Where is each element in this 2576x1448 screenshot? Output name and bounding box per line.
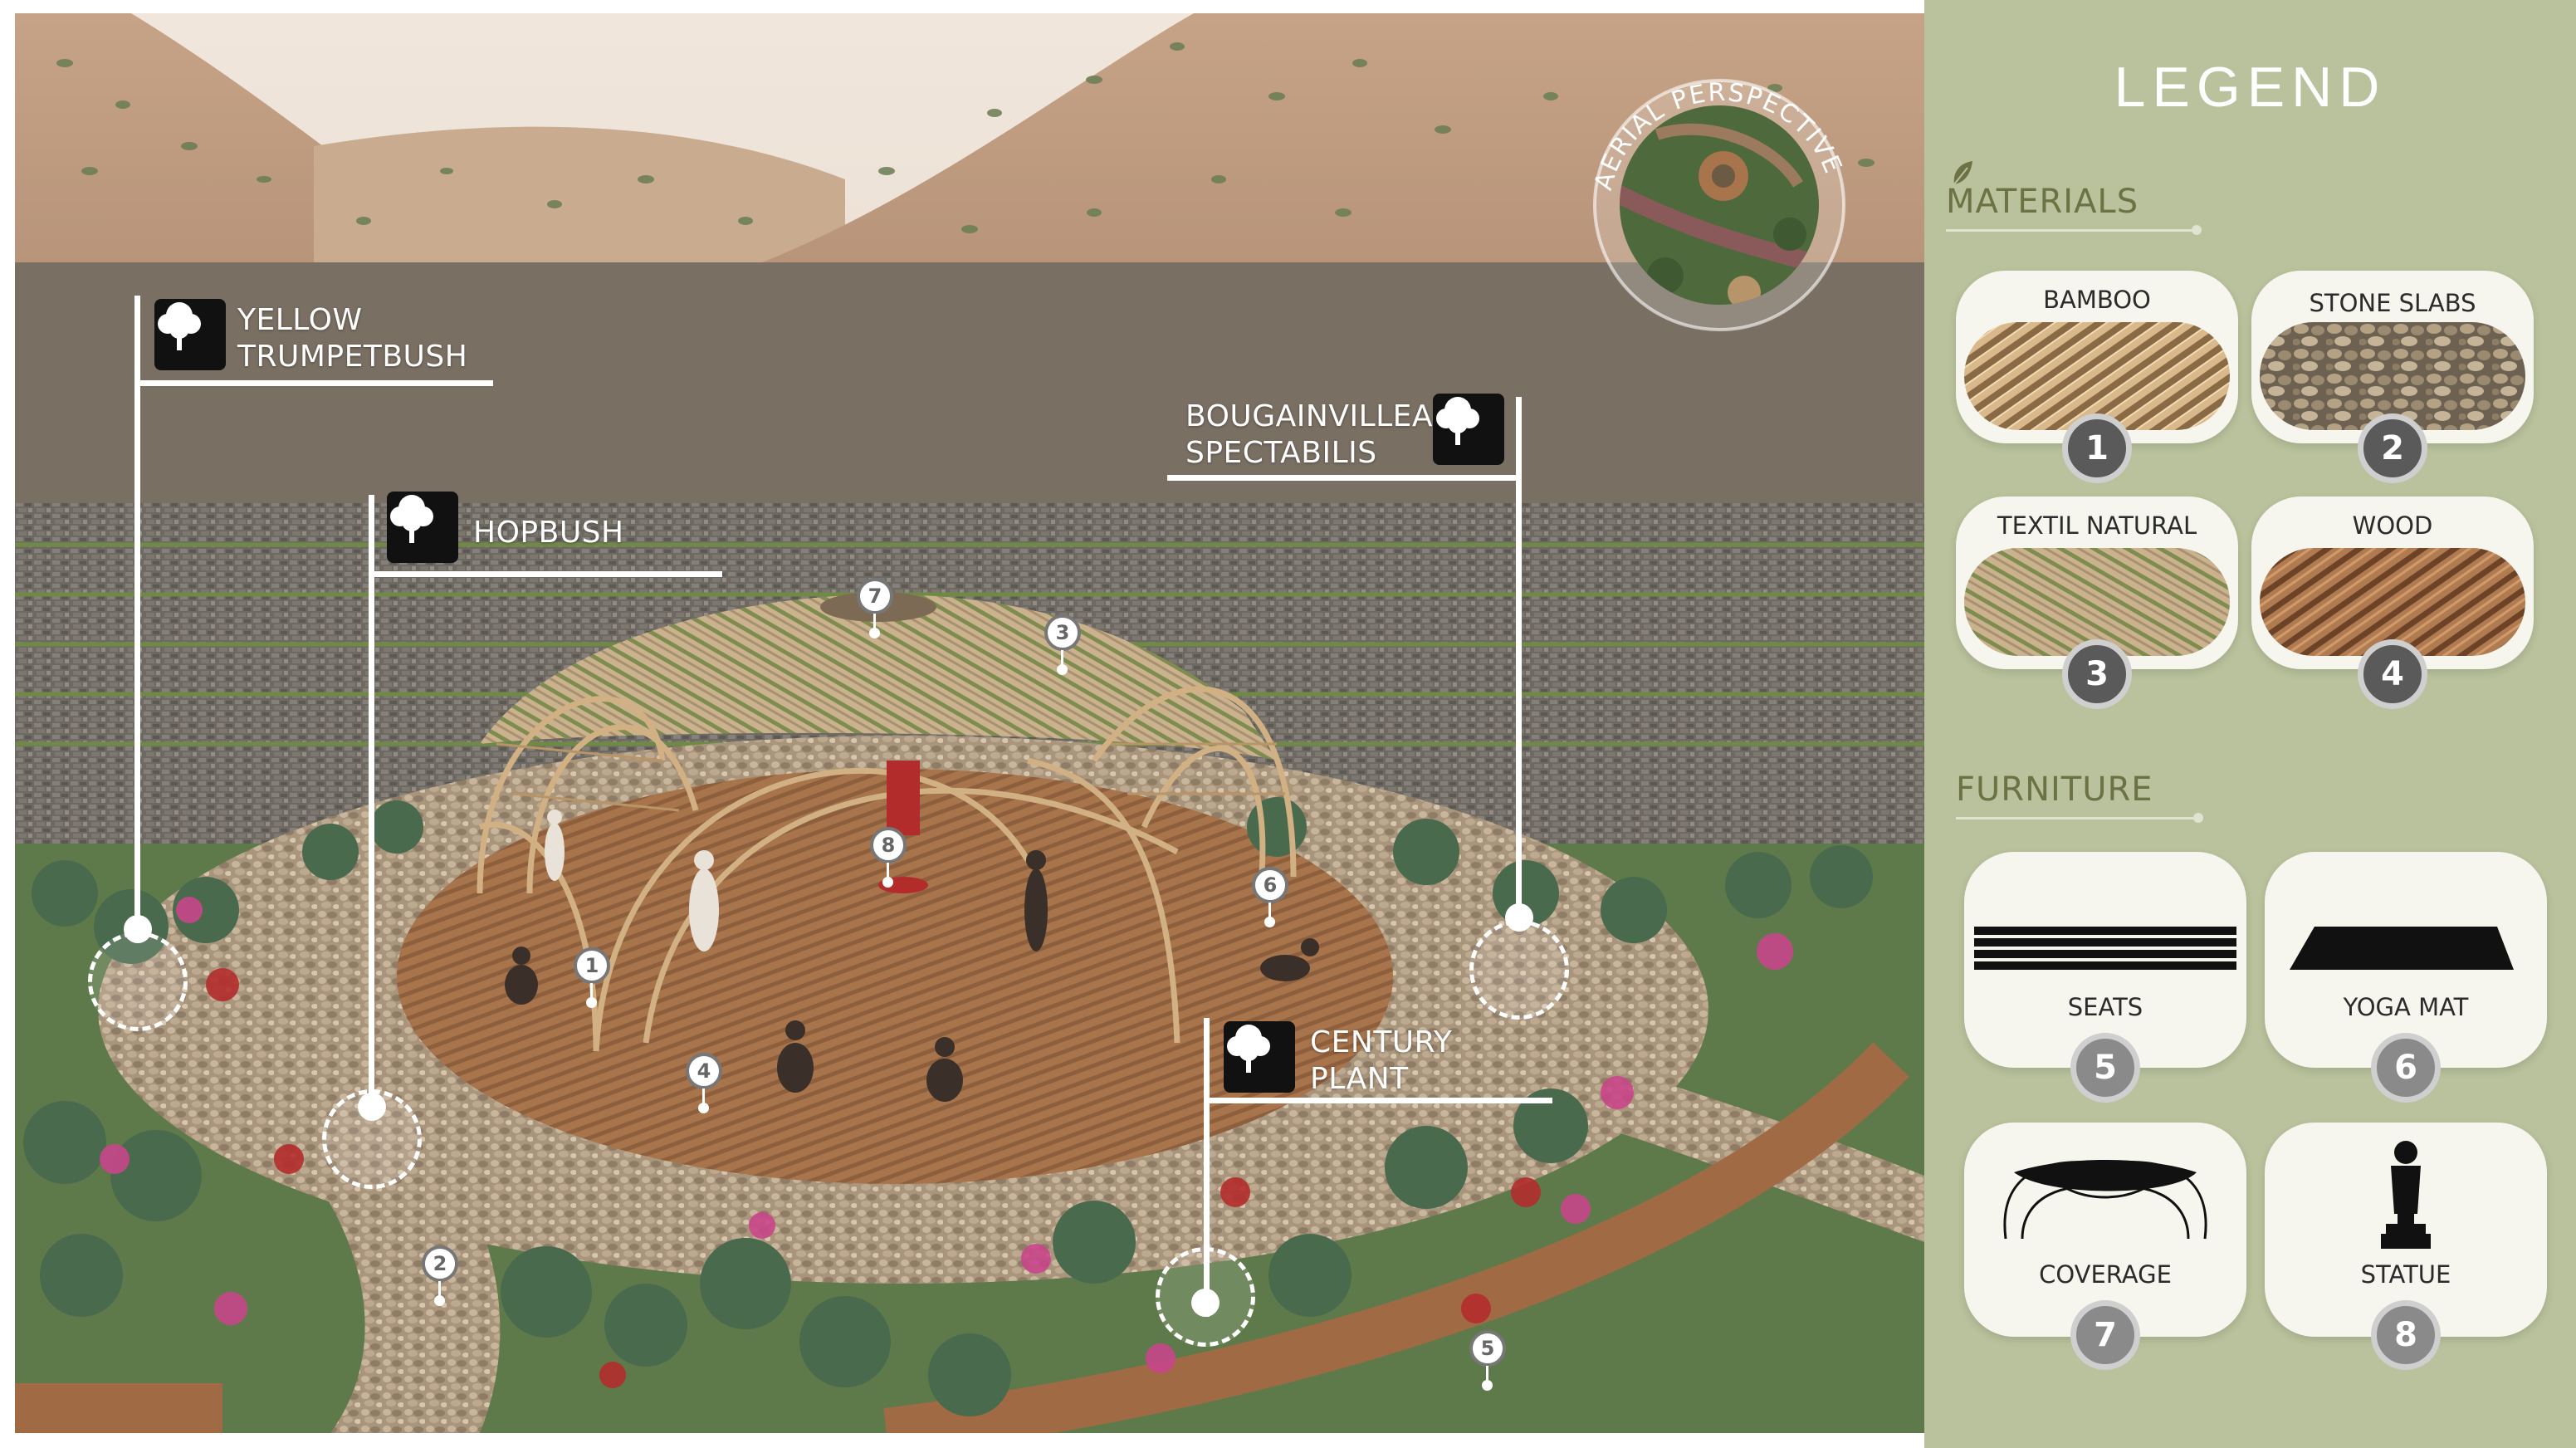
yellow-trumpetbush-leader-vertical xyxy=(134,296,140,939)
hopbush-location-dot xyxy=(358,1093,386,1121)
legend-panel: LEGEND MATERIALS BAMBOO 1 STONE SLABS 2 … xyxy=(1924,0,2576,1448)
scene-marker-8[interactable]: 8 xyxy=(870,827,907,863)
bougainvillea-tag[interactable] xyxy=(1433,394,1504,465)
textil-natural-swatch xyxy=(1964,548,2230,656)
plant-name-line2: PLANT xyxy=(1310,1062,1409,1096)
furniture-divider xyxy=(1956,813,2203,823)
century-plant-leader-horizontal xyxy=(1204,1098,1552,1103)
scene-marker-3-stem xyxy=(1057,650,1068,675)
material-label: WOOD xyxy=(2352,511,2433,540)
plant-name-line1: HOPBUSH xyxy=(473,516,624,550)
century-plant-location-dot xyxy=(1191,1289,1220,1317)
scene-marker-1-stem xyxy=(586,983,597,1008)
scene-marker-6[interactable]: 6 xyxy=(1252,867,1288,903)
material-card-stone-slabs[interactable]: STONE SLABS 2 xyxy=(2251,271,2534,483)
furniture-number-badge: 8 xyxy=(2371,1300,2441,1370)
material-number-badge: 4 xyxy=(2358,639,2427,709)
wood-swatch xyxy=(2260,548,2525,656)
leaf-icon xyxy=(1953,161,1972,185)
render-illustration xyxy=(15,13,1924,1433)
yellow-trumpetbush-location-dot xyxy=(124,915,152,943)
plant-name-line2: SPECTABILIS xyxy=(1185,436,1377,470)
scene-marker-3[interactable]: 3 xyxy=(1044,614,1081,651)
furniture-number-badge: 5 xyxy=(2070,1033,2140,1103)
furniture-label: COVERAGE xyxy=(2039,1260,2172,1289)
tree-icon xyxy=(390,495,433,543)
furniture-card-statue[interactable]: STATUE 8 xyxy=(2265,1123,2547,1370)
plant-name-line1: BOUGAINVILLEA xyxy=(1185,399,1434,433)
legend-title: LEGEND xyxy=(2114,56,2387,119)
hopbush-leader-vertical xyxy=(369,495,374,1109)
aerial-perspective-map xyxy=(1593,79,1845,331)
yellow-trumpetbush-tag[interactable] xyxy=(154,299,226,370)
century-plant-leader-vertical xyxy=(1204,1018,1210,1317)
furniture-number-badge: 7 xyxy=(2070,1300,2140,1370)
material-card-textil-natural[interactable]: TEXTIL NATURAL 3 xyxy=(1956,497,2238,709)
furniture-section-title: FURNITURE xyxy=(1956,770,2153,809)
furniture-label: YOGA MAT xyxy=(2343,993,2469,1021)
bougainvillea-location-dot xyxy=(1505,903,1533,932)
statue-icon xyxy=(2381,1141,2431,1249)
material-label: BAMBOO xyxy=(2043,286,2151,314)
scene-marker-7-stem xyxy=(869,614,880,638)
scene-marker-2-stem xyxy=(434,1281,445,1306)
plant-name-line1: YELLOW xyxy=(237,303,363,337)
scene-marker-4-stem xyxy=(698,1088,709,1113)
furniture-card-seats[interactable]: SEATS 5 xyxy=(1964,852,2246,1103)
material-number-badge: 2 xyxy=(2358,413,2427,483)
bamboo-swatch xyxy=(1964,322,2230,430)
material-label: STONE SLABS xyxy=(2309,289,2476,317)
materials-divider xyxy=(1946,225,2202,235)
plant-name-line1: CENTURY xyxy=(1310,1025,1453,1059)
materials-section-title: MATERIALS xyxy=(1946,183,2139,221)
site-render: AERIAL PERSPECTIVE YELLOW TRUMPETBUSH HO… xyxy=(15,13,1924,1433)
material-number-badge: 3 xyxy=(2062,639,2132,709)
furniture-label: STATUE xyxy=(2360,1260,2451,1289)
material-card-wood[interactable]: WOOD 4 xyxy=(2251,497,2534,709)
tree-icon xyxy=(1227,1025,1270,1073)
bougainvillea-leader-vertical xyxy=(1516,397,1522,920)
bougainvillea-leader-horizontal xyxy=(1167,475,1522,481)
plant-name-line2: TRUMPETBUSH xyxy=(237,340,468,374)
tree-icon xyxy=(158,302,201,350)
scene-marker-7[interactable]: 7 xyxy=(857,578,893,614)
material-card-bamboo[interactable]: BAMBOO 1 xyxy=(1956,271,2238,483)
scene-marker-1[interactable]: 1 xyxy=(574,947,610,984)
material-label: TEXTIL NATURAL xyxy=(1997,511,2197,540)
century-plant-tag[interactable] xyxy=(1224,1021,1295,1093)
furniture-number-badge: 6 xyxy=(2371,1033,2441,1103)
furniture-card-yoga-mat[interactable]: YOGA MAT 6 xyxy=(2265,852,2547,1103)
century-plant-label: CENTURY PLANT xyxy=(1310,1025,1452,1098)
scene-marker-8-stem xyxy=(882,863,893,888)
aerial-perspective-roundel[interactable] xyxy=(1582,68,1856,342)
furniture-label: SEATS xyxy=(2067,993,2143,1021)
hopbush-leader-horizontal xyxy=(369,571,722,577)
stone-slabs-swatch xyxy=(2260,322,2525,430)
yoga-mat-icon xyxy=(2290,927,2514,970)
scene-marker-5[interactable]: 5 xyxy=(1469,1330,1506,1367)
tree-icon xyxy=(1436,397,1479,445)
material-number-badge: 1 xyxy=(2062,413,2132,483)
yellow-trumpetbush-label: YELLOW TRUMPETBUSH xyxy=(237,302,467,375)
scene-marker-6-stem xyxy=(1264,903,1275,927)
hopbush-tag[interactable] xyxy=(387,492,458,563)
scene-marker-4[interactable]: 4 xyxy=(686,1053,722,1089)
hopbush-label: HOPBUSH xyxy=(473,515,624,551)
furniture-card-coverage[interactable]: COVERAGE 7 xyxy=(1964,1123,2246,1370)
scene-marker-2[interactable]: 2 xyxy=(422,1245,458,1282)
seats-icon xyxy=(1974,927,2236,970)
yellow-trumpetbush-leader-horizontal xyxy=(134,380,493,386)
yellow-trumpetbush-location-ring[interactable] xyxy=(88,932,188,1031)
scene-marker-5-stem xyxy=(1482,1366,1493,1391)
bougainvillea-location-ring[interactable] xyxy=(1469,920,1569,1020)
bougainvillea-label: BOUGAINVILLEA SPECTABILIS xyxy=(1185,399,1433,472)
coverage-icon xyxy=(2003,1160,2207,1240)
